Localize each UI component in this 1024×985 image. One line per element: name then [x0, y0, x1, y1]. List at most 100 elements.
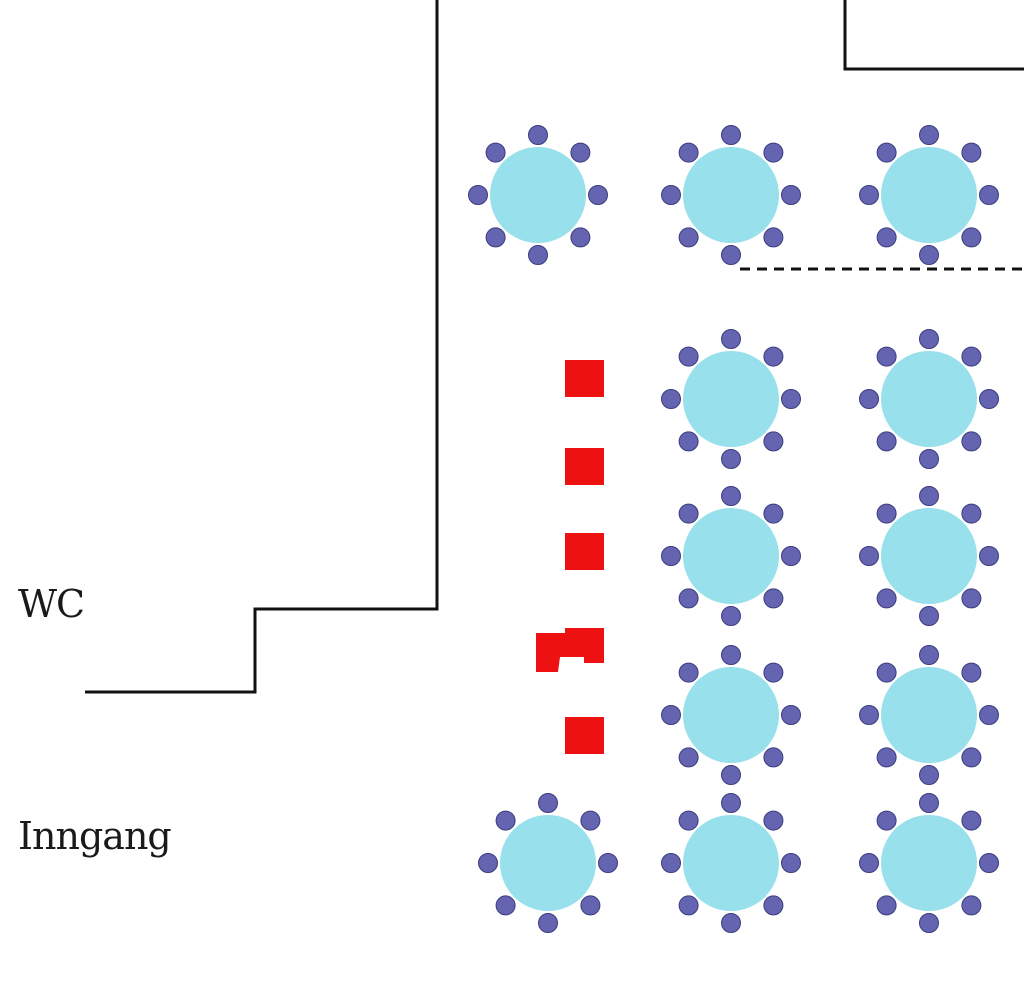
chair	[919, 913, 939, 933]
chair	[721, 793, 741, 813]
chair	[876, 431, 897, 452]
wall-top-right-outline	[843, 0, 1024, 71]
round-table-2	[661, 125, 801, 265]
chair	[763, 431, 784, 452]
table-top	[683, 815, 779, 911]
chair	[721, 245, 741, 265]
chair	[859, 853, 879, 873]
chair	[721, 606, 741, 626]
red-marker-shaped	[536, 628, 604, 672]
chair	[598, 853, 618, 873]
chair	[876, 503, 897, 524]
chair	[763, 810, 784, 831]
chair	[678, 431, 699, 452]
chair	[678, 227, 699, 248]
chair	[763, 588, 784, 609]
chair	[979, 185, 999, 205]
chair	[528, 125, 548, 145]
chair	[919, 329, 939, 349]
table-top	[881, 351, 977, 447]
chair	[580, 810, 601, 831]
chair	[919, 606, 939, 626]
chair	[781, 546, 801, 566]
chair	[919, 645, 939, 665]
chair	[876, 588, 897, 609]
chair	[763, 662, 784, 683]
red-marker-2	[565, 448, 604, 485]
round-table-1	[468, 125, 608, 265]
table-top	[881, 508, 977, 604]
table-top	[500, 815, 596, 911]
entrance-label: Inngang	[18, 814, 172, 858]
chair	[859, 389, 879, 409]
round-table-7	[859, 486, 999, 626]
chair	[763, 346, 784, 367]
red-marker-3	[565, 533, 604, 570]
chair	[961, 810, 982, 831]
chair	[721, 913, 741, 933]
chair	[859, 546, 879, 566]
chair	[721, 449, 741, 469]
chair	[721, 645, 741, 665]
table-top	[881, 815, 977, 911]
chair	[661, 389, 681, 409]
chair	[979, 705, 999, 725]
chair	[763, 227, 784, 248]
chair	[661, 705, 681, 725]
chair	[580, 895, 601, 916]
chair	[961, 588, 982, 609]
chair	[570, 227, 591, 248]
chair	[961, 142, 982, 163]
chair	[763, 503, 784, 524]
chair	[678, 747, 699, 768]
red-marker-4	[565, 717, 604, 754]
chair	[876, 747, 897, 768]
chair	[678, 142, 699, 163]
chair	[961, 346, 982, 367]
chair	[678, 895, 699, 916]
table-top	[490, 147, 586, 243]
chair	[528, 245, 548, 265]
round-table-9	[859, 645, 999, 785]
chair	[859, 705, 879, 725]
chair	[721, 486, 741, 506]
round-table-3	[859, 125, 999, 265]
chair	[979, 389, 999, 409]
chair	[661, 546, 681, 566]
chair	[876, 346, 897, 367]
table-top	[683, 508, 779, 604]
chair	[763, 142, 784, 163]
chair	[678, 503, 699, 524]
chair	[763, 895, 784, 916]
chair	[661, 185, 681, 205]
chair	[485, 227, 506, 248]
chair	[721, 125, 741, 145]
chair	[781, 389, 801, 409]
chair	[876, 227, 897, 248]
round-table-5	[859, 329, 999, 469]
chair	[781, 185, 801, 205]
chair	[961, 431, 982, 452]
round-table-4	[661, 329, 801, 469]
chair	[538, 913, 558, 933]
chair	[859, 185, 879, 205]
chair	[979, 546, 999, 566]
chair	[961, 503, 982, 524]
chair	[678, 346, 699, 367]
chair	[588, 185, 608, 205]
chair	[961, 895, 982, 916]
walls	[85, 0, 1024, 694]
chair	[721, 329, 741, 349]
table-top	[881, 147, 977, 243]
chair	[485, 142, 506, 163]
chair	[468, 185, 488, 205]
chair	[478, 853, 498, 873]
chair	[961, 747, 982, 768]
chair	[919, 793, 939, 813]
chair	[721, 765, 741, 785]
wc-label: WC	[18, 582, 85, 626]
chair	[495, 895, 516, 916]
chair	[570, 142, 591, 163]
round-table-10	[478, 793, 618, 933]
